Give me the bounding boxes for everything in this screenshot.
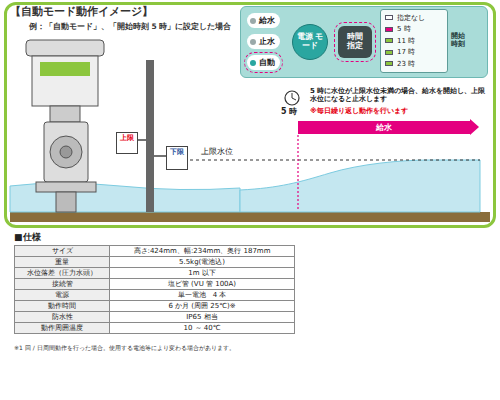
level-label: 上限水位 [200, 147, 234, 156]
time-set-button: 時間 指定 [338, 26, 372, 58]
radio-dot [250, 60, 256, 66]
valve-device [36, 182, 96, 192]
start-time-list: 指定なし5 時 11 時17 時 23 時 [380, 9, 448, 73]
radio-option: 給水 [247, 13, 280, 28]
clock-icon [285, 91, 299, 105]
time-option: 指定なし [397, 13, 425, 23]
sensor-post [146, 60, 154, 212]
radio-option: 自動 [247, 55, 280, 70]
ground [10, 212, 490, 222]
list-row: 5 時 [381, 24, 447, 36]
node-label: 上限 [120, 134, 134, 142]
upper-level-line [190, 159, 480, 160]
list-row: 指定なし [381, 12, 447, 24]
sensor-post [138, 139, 146, 141]
sensor-post [154, 155, 166, 157]
start-marker [298, 119, 479, 210]
valve-device [32, 56, 98, 106]
valve-device [60, 146, 72, 158]
node-label: 電源 モード [296, 33, 324, 50]
mode-frame: 例：「自動モード」、「開始時刻 5 時」に設定した場合給水止水自動開始 時刻電源… [4, 2, 496, 228]
start-marker [297, 135, 298, 210]
upper-float: 上限 [116, 132, 138, 154]
spec-value-cell: 10 ～ 40℃ [109, 322, 295, 334]
upper-level-line [190, 160, 480, 161]
power-mode-button: 電源 モード [292, 24, 328, 60]
valve-device [44, 122, 88, 182]
clock-icon [285, 91, 299, 105]
time-option: 23 時 [397, 59, 415, 69]
explanation-text: 5 時に水位が上限水位未満の場合、給水を開始し、上限水位になると止水します [310, 87, 488, 104]
clock-icon [292, 93, 293, 98]
sensor-post [138, 60, 166, 212]
node-label: 給水 [376, 123, 392, 132]
panel-label: 開始 時刻 [451, 32, 469, 49]
check-box [385, 27, 393, 32]
check-box [385, 15, 393, 20]
radio-dot [250, 18, 256, 24]
list-row: 11 時 [381, 35, 447, 47]
supply-bar: 給水 [298, 121, 470, 134]
time-option: 5 時 [397, 24, 411, 34]
valve-device [50, 136, 82, 168]
option-label: 自動 [259, 57, 275, 68]
time-option: 11 時 [397, 36, 415, 46]
lower-float: 下限 [166, 146, 188, 170]
valve-device [50, 106, 80, 122]
valve-device [26, 40, 104, 212]
note-text: ※毎日繰り返し動作を行います [310, 107, 488, 115]
node-label: 時間 指定 [342, 33, 368, 50]
water [10, 183, 240, 212]
water [240, 160, 480, 212]
valve-device [26, 40, 104, 56]
list-row: 23 時 [381, 58, 447, 70]
spec-name-cell: 動作周囲温度 [14, 322, 110, 334]
list-row: 17 時 [381, 47, 447, 59]
option-label: 止水 [259, 36, 275, 47]
valve-device [56, 192, 76, 212]
valve-device [40, 62, 90, 76]
footnote: ※1 回 / 日周間動作を行った場合。使用する電池等により変わる場合があります。 [14, 344, 235, 351]
spec-heading: ■仕様 [14, 232, 41, 243]
check-box [385, 61, 393, 66]
start-marker [470, 119, 479, 135]
node-label: 下限 [170, 148, 184, 156]
control-panel: 給水止水自動 開始 時刻 電源 モード 時間 指定 指定なし5 時 11 時17 時 23 … [240, 6, 488, 78]
diagram-title: 【自動モード動作イメージ】 [10, 5, 153, 18]
check-box [385, 50, 393, 55]
radio-dot [250, 39, 256, 45]
clock-icon [292, 98, 296, 100]
time-option: 17 時 [397, 47, 415, 57]
check-box [385, 38, 393, 43]
ground [10, 212, 490, 222]
radio-option: 止水 [247, 34, 280, 49]
option-label: 給水 [259, 15, 275, 26]
clock-time: 5 時 [281, 107, 297, 117]
